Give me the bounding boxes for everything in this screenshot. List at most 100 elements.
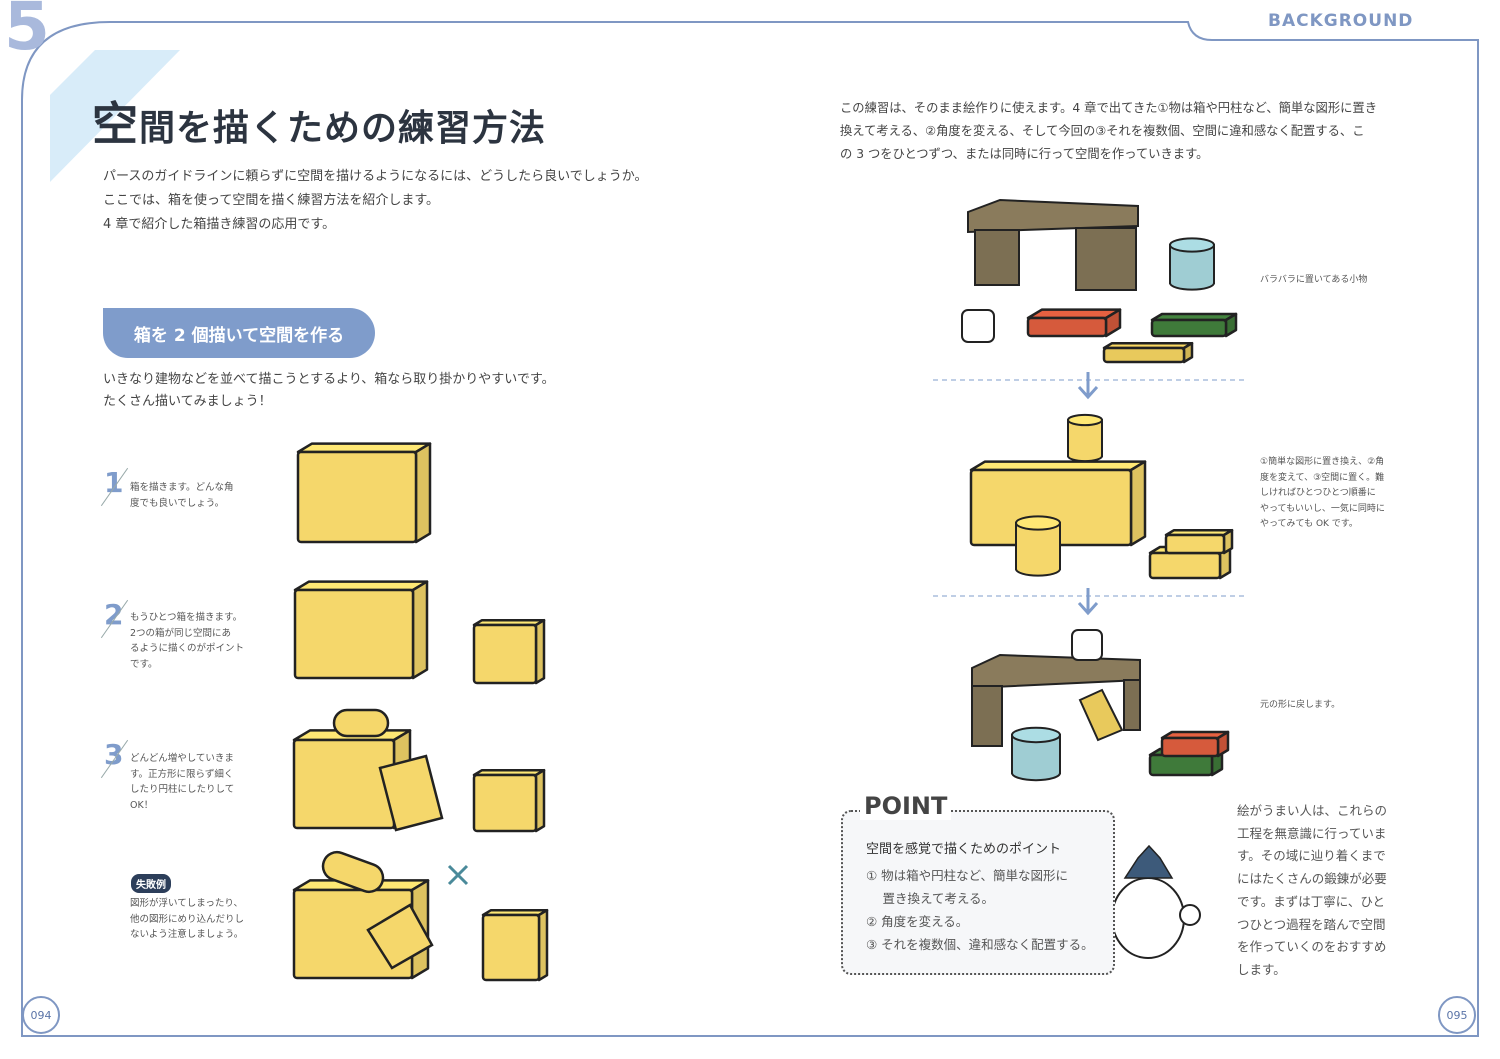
box-illustration	[481, 913, 541, 982]
shape-cylinder-fill	[1017, 523, 1059, 569]
section-label: BACKGROUND	[1268, 11, 1414, 31]
table-illustration	[967, 198, 1139, 234]
mug-illustration	[961, 309, 995, 343]
caption-line: 度でも良いでしょう。	[130, 497, 225, 509]
page-number-left: 094	[22, 996, 60, 1034]
caption-line: したり円柱にしたりして	[130, 784, 235, 795]
intro-line: 換えて考える、②角度を変える、そして今回の③それを複数個、空間に違和感なく配置す…	[840, 124, 1365, 138]
box-illustration	[296, 450, 418, 544]
book-illustration	[1148, 753, 1214, 777]
fail-box-illustration	[366, 903, 434, 970]
mascot-small-hamster	[1179, 904, 1201, 926]
book-illustration	[1160, 736, 1220, 758]
point-item: ③ それを複数個、違和感なく配置する。	[866, 937, 1094, 952]
intro-text: パースのガイドラインに頼らずに空間を描けるようになるには、どうしたら良いでしょう…	[103, 165, 647, 237]
shape-box-illustration-side	[1129, 460, 1147, 547]
box-illustration-top	[296, 442, 432, 454]
mascot-hat	[1123, 844, 1174, 879]
title-rest: 間を描くための練習方法	[139, 108, 547, 149]
lead-line: いきなり建物などを並べて描こうとするより、箱なら取り掛かりやすいです。	[103, 372, 555, 387]
table-leg	[971, 685, 1003, 747]
jar-illustration-top	[1011, 726, 1061, 744]
caption-line: ないよう注意しましょう。	[130, 929, 244, 940]
page-number-right: 095	[1438, 996, 1476, 1034]
closing-line: を作っていくのをおすすめ	[1237, 939, 1387, 955]
point-label: POINT	[860, 792, 952, 820]
page-border	[21, 21, 1479, 1037]
box-illustration	[472, 773, 538, 833]
caption-line: やってみても OK です。	[1260, 519, 1358, 529]
closing-line: 絵がうまい人は、これらの	[1237, 803, 1388, 818]
point-item: ① 物は箱や円柱など、簡単な図形に	[866, 868, 1069, 883]
caption-line: しければひとつひとつ順番に	[1260, 488, 1376, 498]
caption-line: もうひとつ箱を描きます。	[130, 612, 243, 623]
mug-illustration	[1071, 629, 1103, 661]
caption-line: す。正方形に限らず細く	[130, 768, 234, 780]
title-accent-shape	[50, 50, 180, 182]
closing-line: にはたくさんの鍛錬が必要	[1237, 871, 1387, 887]
intro-line: ここでは、箱を使って空間を描く練習方法を紹介します。	[103, 193, 440, 208]
book-illustration	[1102, 346, 1186, 364]
closing-line: です。まずは丁寧に、ひと	[1237, 893, 1386, 909]
caption-line: るように描くのがポイント	[130, 643, 245, 654]
closing-text: 絵がうまい人は、これらの 工程を無意識に行っていま す。その域に辿り着くまで に…	[1237, 800, 1387, 982]
chapter-number: 5	[4, 0, 50, 65]
box-illustration	[292, 738, 396, 830]
fail-cylinder-illustration	[321, 850, 385, 894]
arrow-down-icon	[1077, 588, 1099, 616]
intro-line: この練習は、そのまま絵作りに使えます。4 章で出てきた①物は箱や円柱など、簡単な…	[840, 101, 1378, 115]
caption-line: OK！	[130, 799, 154, 811]
shape-box-illustration-top	[969, 460, 1147, 472]
box-illustration-side	[414, 442, 432, 544]
closing-line: します。	[1237, 961, 1286, 977]
step-number: 3	[104, 738, 124, 771]
mascot-hamster	[1111, 877, 1185, 959]
caption-line: 度を変えて、③空間に置く。難	[1260, 472, 1385, 483]
box-illustration	[293, 588, 415, 680]
point-box	[841, 810, 1115, 975]
fail-badge: 失敗例	[131, 874, 171, 893]
caption-restore: 元の形に戻します。	[1260, 700, 1341, 710]
book-illustration	[1150, 318, 1228, 338]
point-title: 空間を感覚で描くためのポイント	[866, 842, 1062, 857]
point-list: ① 物は箱や円柱など、簡単な図形に 置き換えて考える。 ② 角度を変える。 ③ …	[866, 864, 1094, 956]
point-item: ② 角度を変える。	[866, 914, 969, 929]
caption-line: 他の図形にめり込んだりし	[130, 913, 245, 925]
table-illustration	[971, 653, 1141, 690]
intro-line: 4 章で紹介した箱描き練習の応用です。	[103, 217, 336, 232]
table-leg	[974, 229, 1020, 286]
box-illustration	[378, 754, 444, 832]
caption-line: です。	[130, 658, 158, 670]
caption-line: 2つの箱が同じ空間にあ	[130, 627, 232, 639]
book-illustration	[1078, 688, 1124, 742]
lead-text: いきなり建物などを並べて描こうとするより、箱なら取り掛かりやすいです。 たくさん…	[103, 369, 555, 413]
arrow-down-icon	[1077, 372, 1099, 400]
box-illustration	[472, 623, 538, 685]
caption-line: やってもいいし、一気に同時に	[1260, 503, 1385, 514]
caption-line: ①簡単な図形に置き換え、②角	[1260, 457, 1385, 467]
caption-line: 図形が浮いてしまったり、	[130, 898, 243, 909]
cross-icon	[447, 864, 469, 886]
page-title: 空間を描くための練習方法	[92, 88, 546, 154]
intro-line: パースのガイドラインに頼らずに空間を描けるようになるには、どうしたら良いでしょう…	[103, 169, 648, 184]
closing-line: つひとつ過程を踏んで空間	[1237, 916, 1386, 932]
closing-line: 工程を無意識に行っていま	[1237, 825, 1387, 841]
table-leg	[1123, 679, 1141, 731]
closing-line: す。その域に辿り着くまで	[1237, 848, 1386, 864]
step-number: 2	[104, 598, 124, 631]
shape-book	[1164, 533, 1226, 555]
book-illustration	[1026, 316, 1108, 338]
caption-scattered: バラバラに置いてある小物	[1260, 275, 1368, 285]
shape-cylinder-top	[1067, 413, 1103, 427]
title-first-char: 空	[92, 97, 139, 151]
caption-shapes: ①簡単な図形に置き換え、②角 度を変えて、③空間に置く。難 しければひとつひとつ…	[1260, 455, 1385, 533]
caption-line: 箱を描きます。どんな角	[130, 482, 234, 493]
lead-line: たくさん描いてみましょう！	[103, 394, 272, 409]
jar-illustration-top	[1169, 237, 1215, 253]
step-caption: 箱を描きます。どんな角 度でも良いでしょう。	[130, 480, 234, 511]
step-number: 1	[104, 466, 124, 499]
cylinder-illustration	[332, 708, 390, 738]
intro-line: の 3 つをひとつずつ、または同時に行って空間を作っていきます。	[840, 147, 1209, 161]
box-illustration-side	[411, 580, 429, 680]
